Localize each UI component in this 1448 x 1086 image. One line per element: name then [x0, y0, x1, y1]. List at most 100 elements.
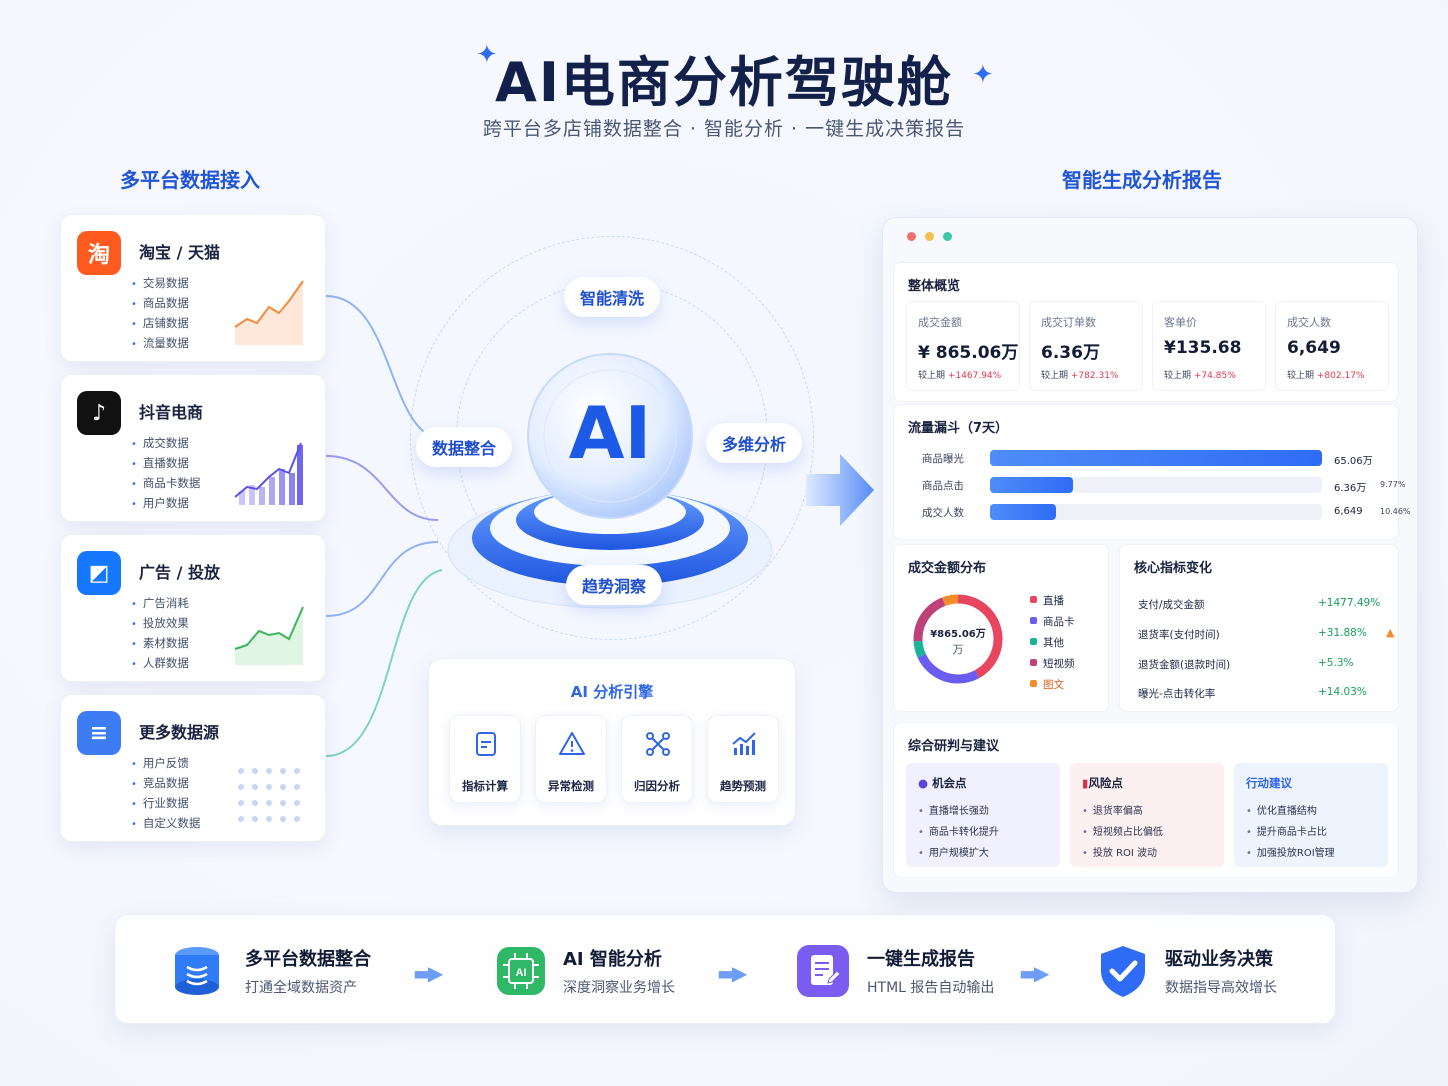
donut-center-unit: 万 — [952, 643, 964, 656]
legend-swatch — [1030, 638, 1037, 645]
advice-title: ● 机会点 — [918, 776, 967, 790]
metric-label: 曝光-点击转化率 — [1138, 688, 1216, 700]
warning-icon: ▲ — [1386, 626, 1395, 639]
donut-slice — [913, 594, 1003, 684]
kpi-card[interactable]: 成交人数 6,649 较上期 +802.17% — [1275, 301, 1389, 391]
source-card-taobao[interactable]: 淘 淘宝 / 天猫 交易数据 商品数据 店铺数据 流量数据 — [60, 214, 326, 362]
flow-step-report: 一键生成报告 HTML 报告自动输出 — [795, 939, 1035, 1003]
kpi-value: ¥ 865.06万 — [918, 343, 1019, 363]
sparkle-icon: ✦ — [972, 60, 994, 90]
donut-slice — [913, 594, 1003, 684]
report-icon — [797, 945, 849, 997]
list-item: 交易数据 — [131, 273, 189, 293]
list-item: 用户规模扩大 — [918, 843, 999, 864]
advice-card-risk: ▮风险点 退货率偏高 短视频占比偏低 投放 ROI 波动 — [1070, 763, 1224, 867]
page-subtitle: 跨平台多店铺数据整合 · 智能分析 · 一键生成决策报告 — [482, 118, 966, 140]
legend-swatch — [1030, 680, 1037, 687]
kpi-card[interactable]: 客单价 ¥135.68 较上期 +74.85% — [1152, 301, 1266, 391]
funnel-label: 商品曝光 — [922, 453, 964, 465]
section-title-report: 智能生成分析报告 — [1062, 168, 1222, 192]
list-item: 自定义数据 — [131, 813, 201, 833]
legend-label: 直播 — [1043, 595, 1064, 607]
source-card-more[interactable]: ≡ 更多数据源 用户反馈 竞品数据 行业数据 自定义数据 — [60, 694, 326, 842]
arrow-right-icon: ▬▶ — [717, 961, 747, 985]
list-item: 提升商品卡占比 — [1246, 822, 1335, 843]
distribution-panel: 成交金额分布 ¥865.06万 万 直播商品卡其他短视频图文 — [893, 544, 1109, 712]
kpi-compare: 较上期 +74.85% — [1164, 371, 1236, 381]
flow-step-title: AI 智能分析 — [563, 949, 662, 970]
source-name: 淘宝 / 天猫 — [139, 243, 220, 262]
kpi-card[interactable]: 成交订单数 6.36万 较上期 +782.31% — [1029, 301, 1143, 391]
legend-label: 商品卡 — [1043, 616, 1075, 628]
engine-item-metric-calc[interactable]: 指标计算 — [449, 715, 521, 803]
list-item: 退货率偏高 — [1082, 801, 1163, 822]
kpi-card[interactable]: 成交金额 ¥ 865.06万 较上期 +1467.94% — [906, 301, 1020, 391]
flow-step-subtitle: HTML 报告自动输出 — [867, 980, 995, 996]
dot-grid-decoration — [238, 768, 300, 822]
source-card-ads[interactable]: ◩ 广告 / 投放 广告消耗 投放效果 素材数据 人群数据 — [60, 534, 326, 682]
arrow-right-icon: ▬▶ — [413, 961, 443, 985]
engine-item-anomaly[interactable]: 异常检测 — [535, 715, 607, 803]
metrics-panel: 核心指标变化 支付/成交金额 +1477.49% 退货率(支付时间) +31.8… — [1119, 544, 1399, 712]
kpi-label: 客单价 — [1164, 316, 1197, 329]
kpi-value: ¥135.68 — [1164, 338, 1242, 358]
engine-item-forecast[interactable]: 趋势预测 — [707, 715, 779, 803]
flow-step-integration: 多平台数据整合 打通全域数据资产 — [169, 939, 409, 1003]
metric-value: +14.03% — [1318, 686, 1367, 698]
legend-item: 图文 — [1030, 677, 1064, 692]
opportunity-icon: ● — [918, 776, 929, 790]
advice-title: ▮风险点 — [1082, 776, 1123, 790]
list-item: 商品卡数据 — [131, 473, 201, 493]
legend-item: 短视频 — [1030, 656, 1075, 671]
list-item: 行业数据 — [131, 793, 200, 813]
workflow-bar: 多平台数据整合 打通全域数据资产 ▬▶ AI AI 智能分析 深度洞察业务增长 … — [114, 914, 1336, 1024]
pill-data-integration: 数据整合 — [416, 427, 513, 467]
list-item: 广告消耗 — [131, 593, 189, 613]
database-icon — [175, 947, 219, 995]
list-item: 直播数据 — [131, 453, 200, 473]
legend-item: 商品卡 — [1030, 614, 1075, 629]
funnel-track — [990, 450, 1322, 466]
window-dot-red — [907, 232, 916, 241]
metric-row: 曝光-点击转化率 +14.03% — [1138, 686, 1388, 701]
source-card-douyin[interactable]: ♪ 抖音电商 成交数据 直播数据 商品卡数据 用户数据 — [60, 374, 326, 522]
funnel-label: 商品点击 — [922, 480, 964, 492]
engine-item-attribution[interactable]: 归因分析 — [621, 715, 693, 803]
list-item: 竞品数据 — [131, 773, 200, 793]
source-name: 更多数据源 — [139, 723, 220, 742]
list-item: 素材数据 — [131, 633, 189, 653]
pill-smart-clean: 智能清洗 — [564, 277, 661, 317]
list-item: 商品数据 — [131, 293, 189, 313]
flow-step-subtitle: 数据指导高效增长 — [1165, 980, 1277, 996]
metric-row: 退货金额(退款时间) +5.3% — [1138, 657, 1388, 672]
metric-value: +1477.49% — [1318, 597, 1381, 609]
panel-title: 综合研判与建议 — [908, 739, 1000, 754]
mini-trend-chart — [234, 280, 304, 345]
ai-engine-panel: AI 分析引擎 指标计算 异常检测 归因分析 — [428, 658, 796, 826]
engine-title: AI 分析引擎 — [570, 683, 654, 701]
advice-card-action: 行动建议 优化直播结构 提升商品卡占比 加强投放ROI管理 — [1234, 763, 1388, 867]
list-item: 优化直播结构 — [1246, 801, 1335, 822]
mini-bar-chart — [234, 442, 303, 505]
flow-step-title: 驱动业务决策 — [1165, 949, 1273, 970]
list-item: 投放效果 — [131, 613, 189, 633]
flow-step-title: 多平台数据整合 — [245, 949, 371, 970]
pill-multi-analysis: 多维分析 — [706, 423, 803, 463]
engine-item-label: 趋势预测 — [720, 779, 766, 793]
list-item: 用户数据 — [131, 493, 200, 513]
taobao-icon: 淘 — [77, 231, 121, 275]
list-item: 加强投放ROI管理 — [1246, 843, 1335, 864]
window-dot-green — [943, 232, 952, 241]
metric-row: 退货率(支付时间) +31.88% ▲ — [1138, 626, 1394, 642]
ai-core-label: AI — [568, 391, 652, 475]
ai-orb — [527, 353, 693, 519]
donut-chart — [913, 594, 1003, 684]
kpi-label: 成交金额 — [918, 316, 962, 329]
donut-slice — [913, 594, 1003, 684]
advice-panel: 综合研判与建议 ● 机会点 直播增长强劲 商品卡转化提升 用户规模扩大 ▮风险点… — [893, 722, 1399, 878]
document-chart-icon — [476, 732, 496, 756]
kpi-value: 6.36万 — [1041, 343, 1100, 363]
